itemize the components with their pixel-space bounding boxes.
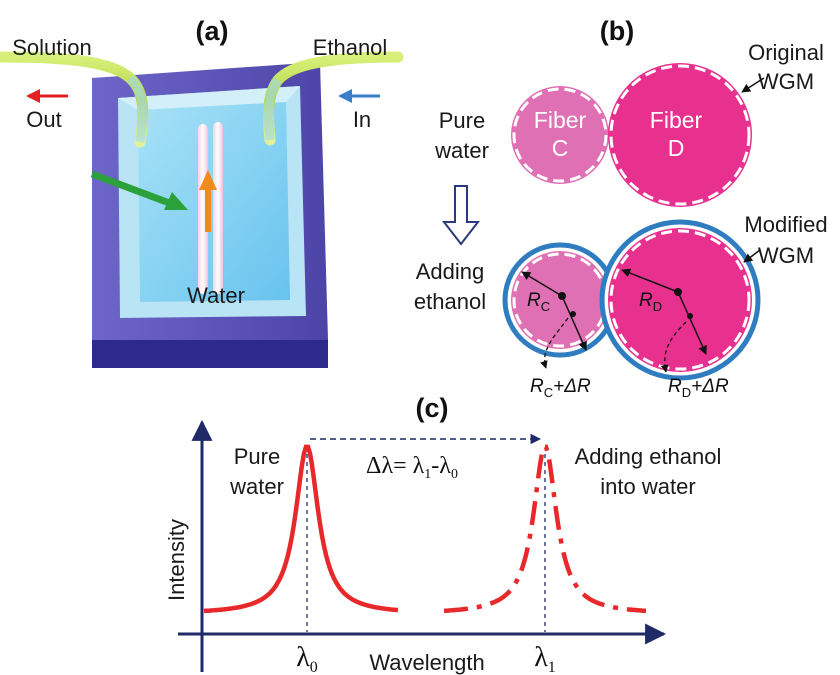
in-label: In: [353, 107, 371, 132]
solution-label: Solution: [12, 35, 92, 60]
fiber-c-bottom: [502, 242, 618, 358]
fibers-in-cell: [198, 122, 223, 294]
panel-c-label: (c): [416, 393, 449, 423]
fiber-d-bottom: [599, 219, 761, 381]
rd-label: RD: [639, 290, 662, 314]
fiber-c-label-line1: Fiber: [534, 107, 587, 133]
pure-water-curve-label-line2: water: [229, 474, 284, 499]
rd-plus-label: RD+ΔR: [668, 376, 729, 400]
fiber-d-rod: [213, 122, 223, 294]
fiber-d-top: [608, 63, 752, 207]
rc-plus-label: RC+ΔR: [530, 376, 591, 400]
pure-water-label-line1: Pure: [439, 108, 485, 133]
orange-arrow: [199, 170, 217, 232]
original-wgm-label-line2: WGM: [758, 69, 814, 94]
modified-wgm-label-line1: Modified: [744, 212, 827, 237]
y-axis-label: Intensity: [164, 519, 189, 601]
x-axis-label: Wavelength: [369, 650, 484, 675]
fiber-c-label-line2: C: [552, 135, 569, 161]
x-tick-lambda1: λ1: [534, 642, 556, 675]
down-hollow-arrow: [441, 185, 481, 246]
adding-ethanol-curve-label-line2: into water: [600, 474, 695, 499]
series-adding-ethanol-line: [443, 444, 647, 614]
adding-ethanol-curve-label-line1: Adding ethanol: [575, 444, 722, 469]
x-tick-lambda0: λ0: [296, 642, 318, 675]
ethanol-label: Ethanol: [313, 35, 388, 60]
original-wgm-label-line1: Original: [748, 40, 824, 65]
original-wgm-pointer: [741, 77, 765, 93]
panel-c: (c) Intensity Wavelength Δλ= λ1-λ0 Pure …: [164, 393, 721, 675]
series-pure-water-line: [203, 444, 399, 614]
modified-wgm-pointer: [743, 249, 761, 263]
pure-water-curve-label-line1: Pure: [234, 444, 280, 469]
panel-a: (a): [0, 16, 404, 368]
panel-a-label: (a): [196, 16, 229, 46]
adding-ethanol-label-line1: Adding: [416, 259, 485, 284]
adding-ethanol-label-line2: ethanol: [414, 289, 486, 314]
green-arrow: [90, 170, 188, 210]
fiber-c-top: [511, 86, 609, 184]
panel-b-label: (b): [600, 16, 634, 46]
modified-wgm-label-line2: WGM: [758, 243, 814, 268]
out-arrow: [26, 89, 68, 103]
water-label: Water: [187, 283, 245, 308]
fiber-d-label-line2: D: [668, 135, 685, 161]
panel-b: (b) Pure water Adding ethanol Fiber C Fi…: [414, 16, 828, 400]
rc-label: RC: [527, 290, 550, 314]
fiber-c-rod: [198, 124, 208, 294]
in-arrow: [338, 89, 380, 103]
out-label: Out: [26, 107, 61, 132]
radius-markers: [521, 268, 707, 373]
fiber-d-label-line1: Fiber: [650, 107, 703, 133]
shift-equation: Δλ= λ1-λ0: [366, 453, 458, 482]
pure-water-label-line2: water: [434, 138, 489, 163]
